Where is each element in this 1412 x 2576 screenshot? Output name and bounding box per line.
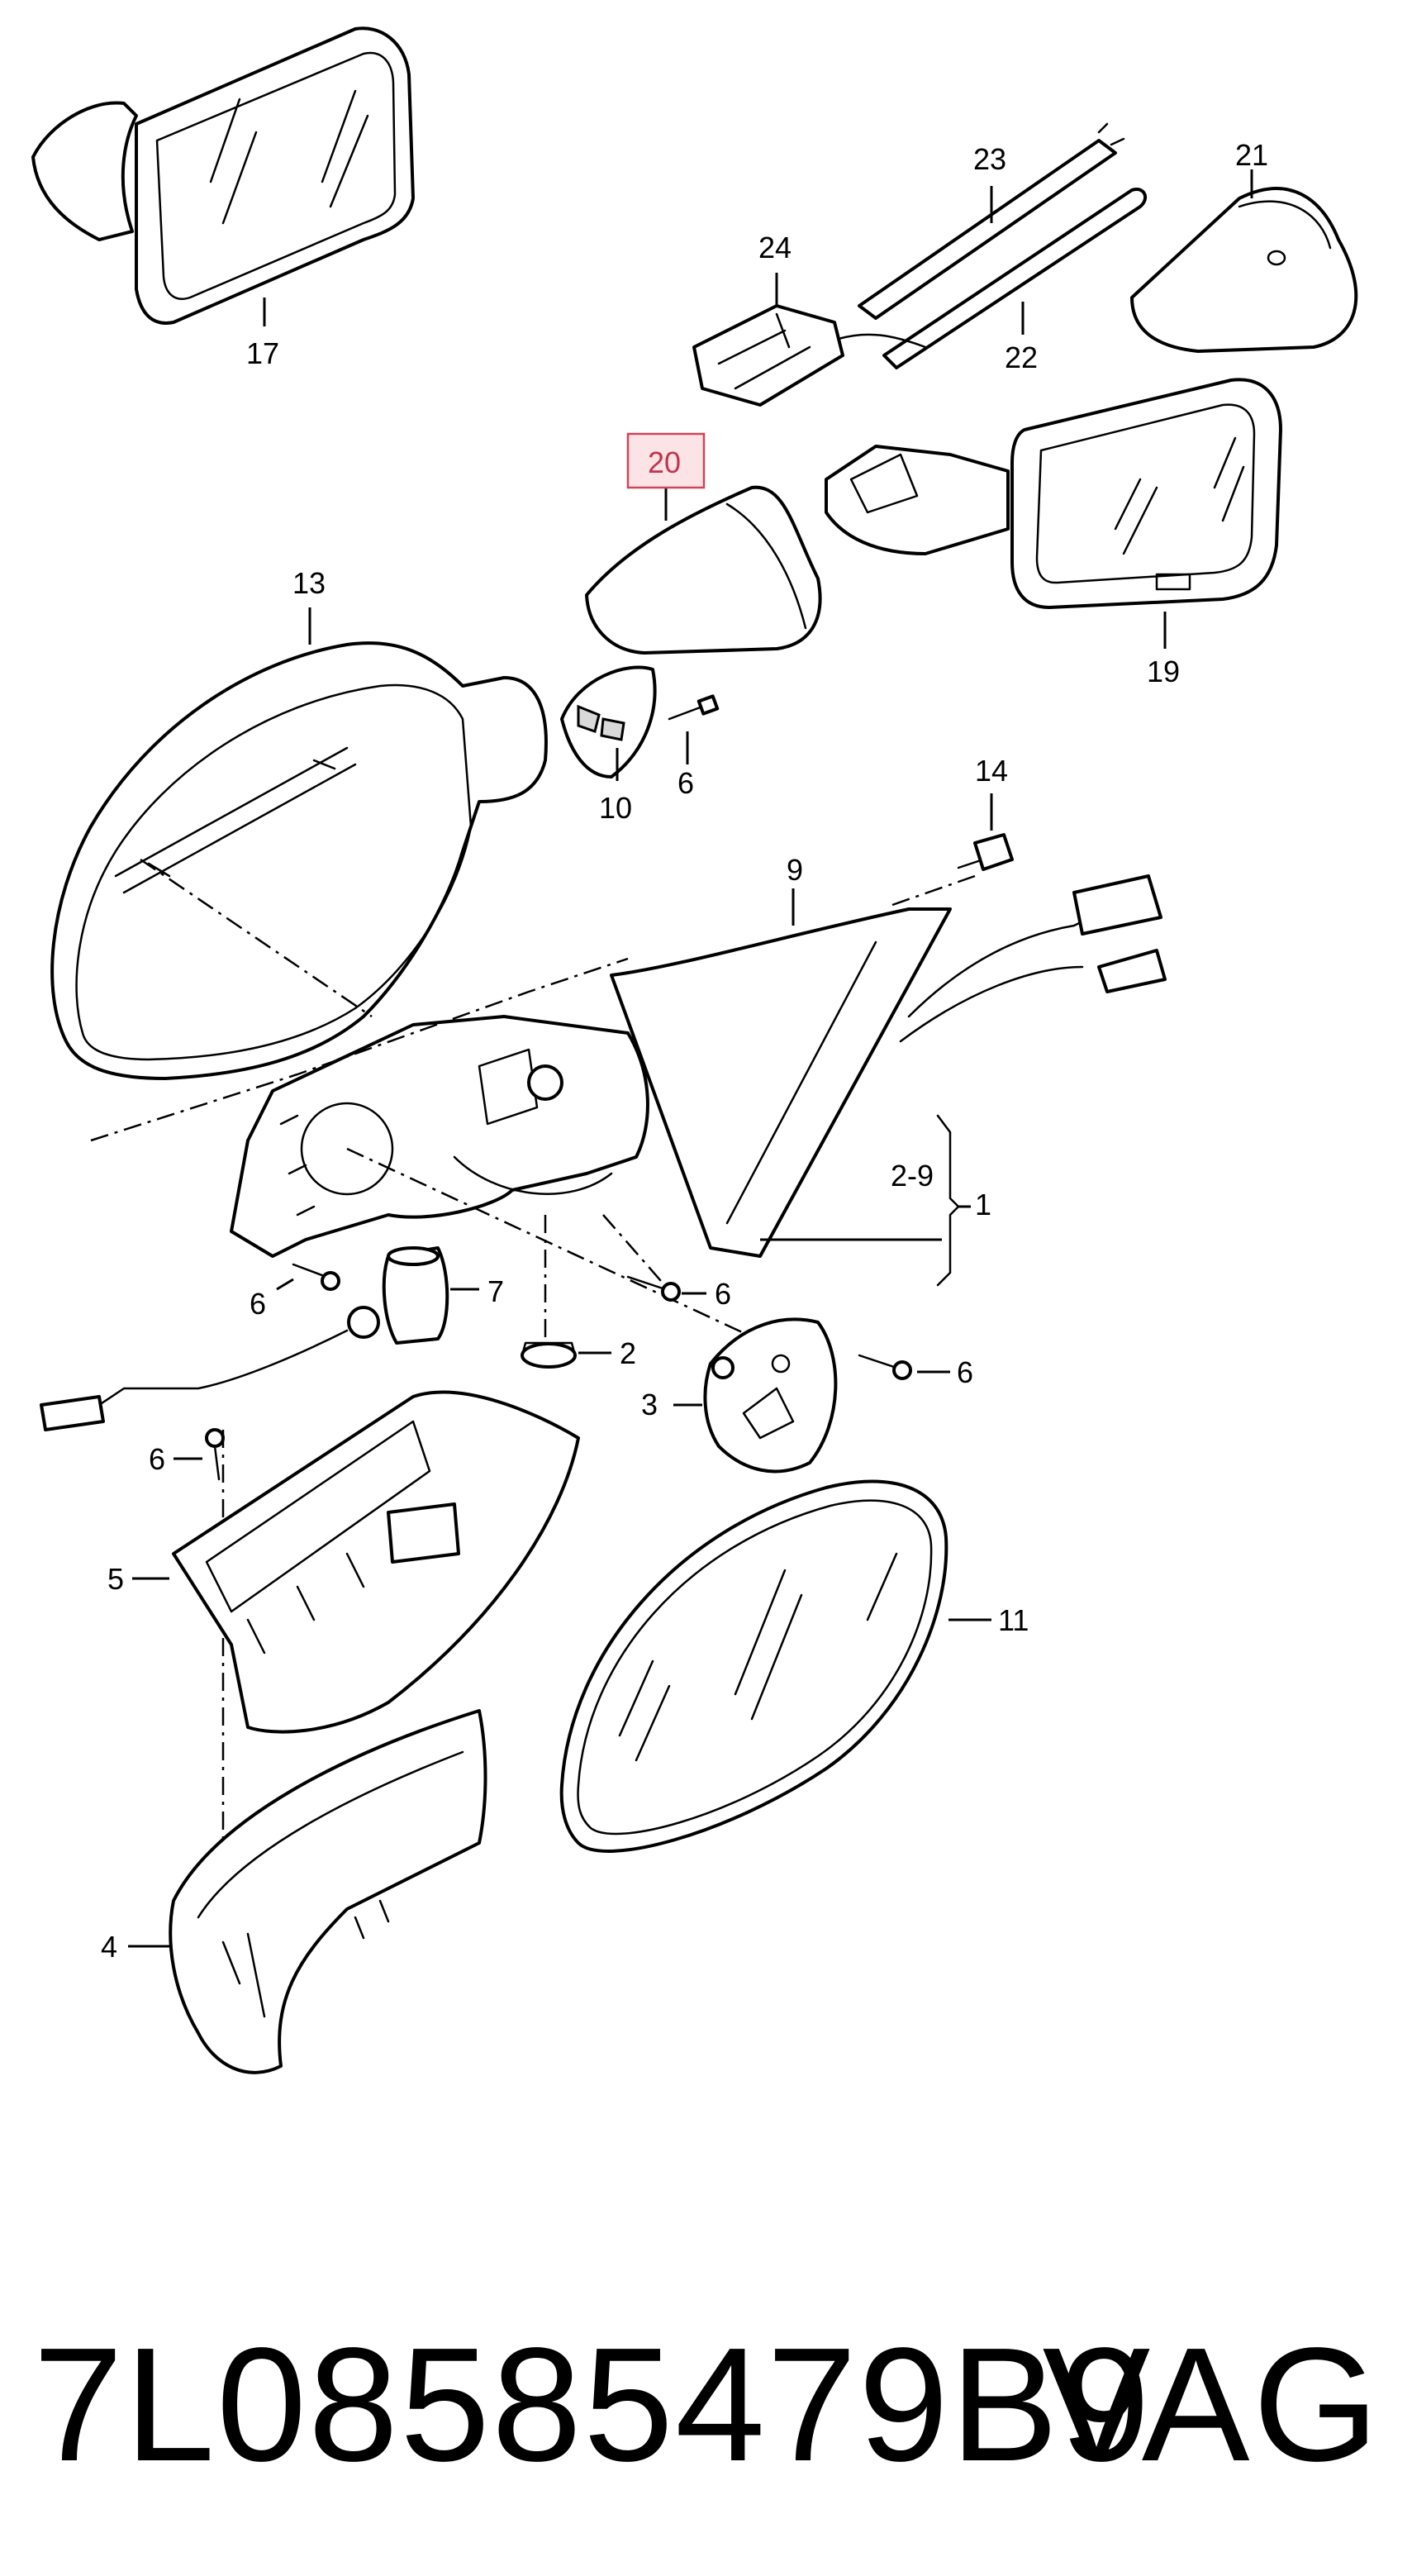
callout-2-9: 2-9 [891, 1159, 934, 1193]
part-13-mirror-housing [50, 641, 548, 1080]
callout-3: 3 [641, 1388, 658, 1421]
callout-14: 14 [975, 754, 1008, 788]
callout-23: 23 [973, 142, 1006, 176]
screw-6-left [292, 1263, 340, 1291]
callout-10: 10 [599, 791, 632, 825]
part-20-highlighted [585, 485, 822, 655]
callout-6-top: 6 [677, 766, 694, 800]
part-5-carrier [172, 1390, 580, 1734]
callout-21: 21 [1235, 138, 1268, 172]
callout-5: 5 [107, 1562, 124, 1596]
footer: 7L08585479B9 VAG [0, 2306, 1412, 2504]
callout-6-right: 6 [957, 1355, 973, 1389]
part-11-mirror-glass [559, 1479, 948, 1853]
mirror-adjuster-frame [230, 1015, 649, 1258]
screw-6-lower [205, 1428, 225, 1481]
part-14-bolt [957, 833, 1014, 871]
highlight-box-20 [626, 432, 706, 489]
callout-2: 2 [620, 1336, 636, 1370]
screw-6-top [668, 694, 720, 721]
callout-1: 1 [975, 1188, 991, 1221]
callout-6-mid: 6 [715, 1277, 731, 1311]
callout-7: 7 [487, 1274, 504, 1308]
callout-22: 22 [1005, 340, 1038, 374]
part-17-mirror-assembly [31, 26, 415, 325]
callout-4: 4 [101, 1930, 117, 1964]
exploded-parts-diagram: 17 23 22 24 21 20 19 [31, 26, 1358, 2074]
construction-line-f [602, 1214, 662, 1282]
screw-6-mid [626, 1275, 681, 1302]
screw-6-right [858, 1354, 912, 1380]
part-number: 7L08585479B9 [33, 2314, 1152, 2495]
part-9-base-and-cable [610, 874, 1167, 1258]
callout-13: 13 [292, 566, 326, 600]
callout-17: 17 [246, 336, 279, 370]
part-23-trim-strip [858, 122, 1125, 320]
part-24-module [692, 304, 927, 407]
callout-19: 19 [1147, 655, 1180, 688]
construction-line-a [90, 957, 629, 1142]
brand-name: VAG [1042, 2314, 1382, 2495]
callout-24: 24 [758, 231, 792, 264]
bracket-2-9 [936, 1114, 960, 1287]
part-21-cover-cap [1130, 187, 1358, 353]
callout-9: 9 [787, 853, 803, 887]
part-19-mirror-head [825, 378, 1282, 609]
part-7-motor [40, 1246, 449, 1431]
callout-11: 11 [998, 1603, 1029, 1637]
part-10-clip [560, 665, 657, 779]
construction-line-b [140, 858, 373, 1018]
part-3-adjuster [703, 1317, 838, 1474]
part-4-lower-cover [169, 1709, 487, 2074]
part-22-trim-strip [882, 188, 1148, 369]
callout-20: 20 [648, 445, 681, 479]
callout-6-lower: 6 [149, 1442, 165, 1476]
callout-6-left: 6 [250, 1287, 266, 1321]
part-2-cap [521, 1341, 577, 1369]
construction-line-c [346, 1147, 811, 1365]
